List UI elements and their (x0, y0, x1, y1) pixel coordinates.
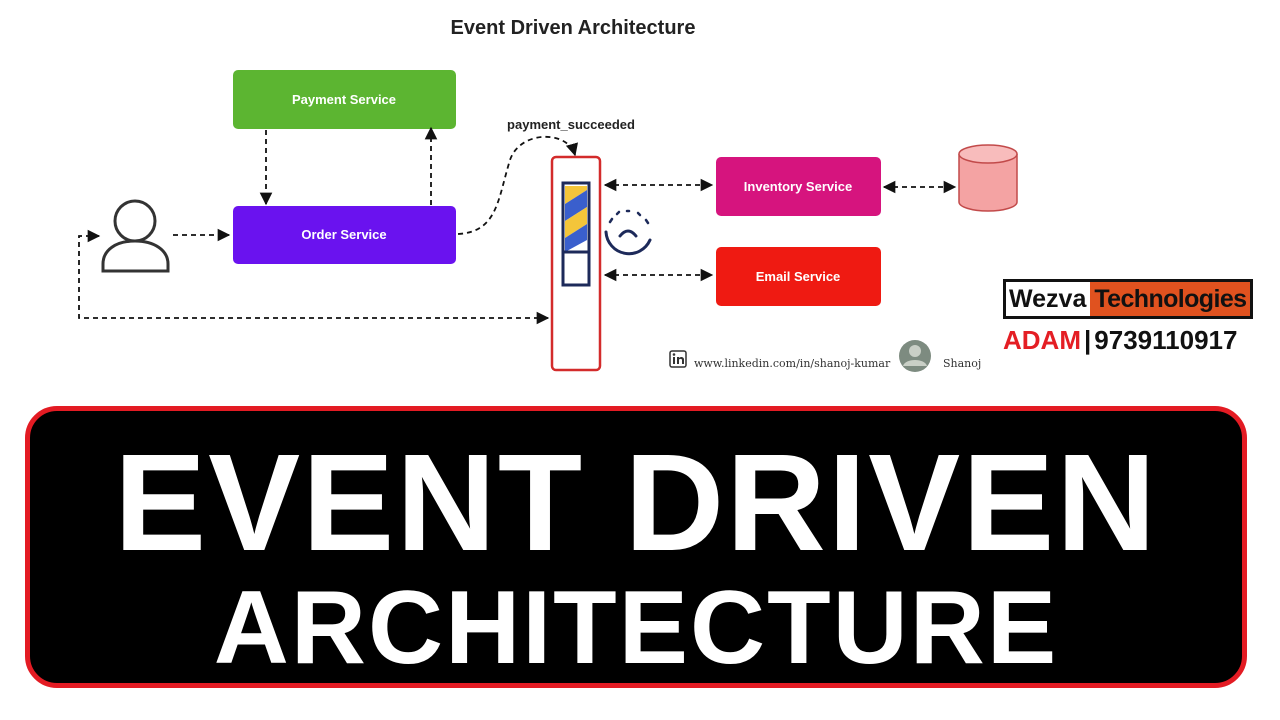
banner-line-2: ARCHITECTURE (213, 570, 1059, 686)
inventory-service-box: Inventory Service (716, 157, 881, 216)
contact-phone: 9739110917 (1094, 325, 1238, 355)
linkedin-url: www.linkedin.com/in/shanoj-kumar (694, 357, 891, 370)
queue-segment-yellow-2 (565, 207, 587, 238)
connectors (78, 126, 957, 325)
payment-service-label: Payment Service (292, 92, 396, 107)
order-to-bus-event-arrow (457, 135, 578, 235)
brand-name-right: Technologies (1090, 282, 1250, 316)
order-service-box: Order Service (233, 206, 456, 264)
architecture-diagram: Event Driven Architecture Payment Servic… (78, 17, 1018, 372)
brand-logo: Wezva Technologies (1003, 279, 1253, 319)
user-icon (101, 199, 170, 273)
banner-line-1: EVENT DRIVEN (114, 426, 1158, 580)
brand-name-left: Wezva (1006, 282, 1091, 316)
database-icon (958, 144, 1018, 212)
processing-spinner-icon (604, 209, 652, 256)
queue-segment-blue-1 (565, 190, 587, 221)
email-service-label: Email Service (756, 269, 841, 284)
event-label: payment_succeeded (507, 117, 635, 132)
event-bus-queue (550, 155, 602, 372)
contact-separator: | (1084, 325, 1092, 355)
brand-block: Wezva Technologies ADAM | 9739110917 (1003, 279, 1253, 355)
email-service-rect (716, 247, 881, 306)
author-name: Shanoj (943, 357, 981, 370)
contact-name: ADAM (1003, 325, 1081, 355)
author-avatar (899, 340, 931, 372)
payment-service-box: Payment Service (233, 70, 456, 129)
diagram-title: Event Driven Architecture (451, 17, 696, 39)
payment-service-rect (233, 70, 456, 129)
order-service-label: Order Service (301, 227, 386, 242)
inventory-service-rect (716, 157, 881, 216)
email-service-box: Email Service (716, 247, 881, 306)
queue-segment-blue-2 (565, 224, 587, 252)
queue-segment-yellow-1 (565, 186, 587, 204)
title-banner: EVENT DRIVEN ARCHITECTURE (25, 406, 1247, 688)
linkedin-icon (669, 350, 687, 368)
inventory-service-label: Inventory Service (744, 179, 852, 194)
bus-to-user-feedback-arrow (78, 229, 550, 325)
brand-contact: ADAM | 9739110917 (1003, 325, 1253, 355)
